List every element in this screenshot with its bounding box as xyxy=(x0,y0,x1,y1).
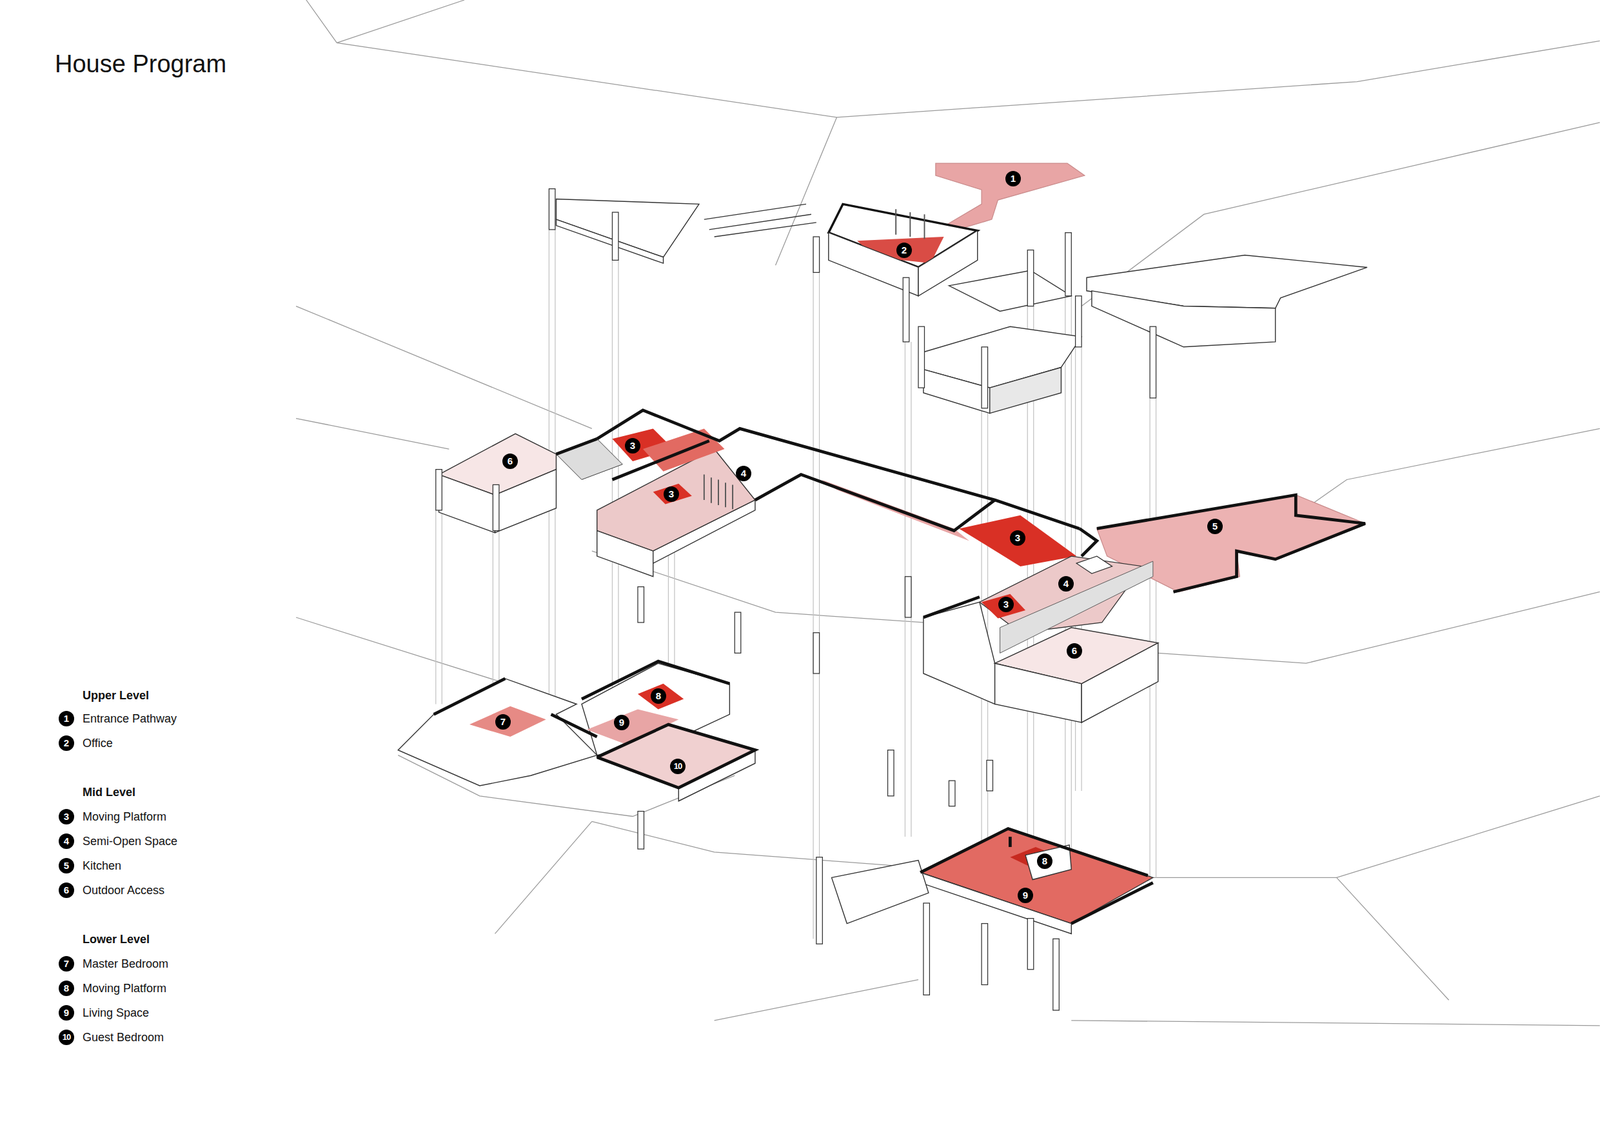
callout-number: 3 xyxy=(663,486,680,502)
callout-number: 7 xyxy=(495,713,511,730)
callout-number: 6 xyxy=(502,453,518,469)
column-projections xyxy=(435,229,1157,939)
callout-number: 5 xyxy=(1207,518,1223,534)
mid-level xyxy=(439,410,1366,723)
legend-text: Outdoor Access xyxy=(82,883,165,898)
callout-number: 3 xyxy=(998,596,1014,613)
level-heading: Upper Level xyxy=(82,688,149,703)
terrain-lines xyxy=(296,0,1600,1026)
lower-level xyxy=(397,661,1154,934)
entrance-office xyxy=(828,163,1085,297)
callout-number: 8 xyxy=(650,688,667,704)
callout-number: 4 xyxy=(58,833,75,849)
callout-number: 3 xyxy=(1009,530,1026,546)
callout-number: 8 xyxy=(1037,853,1053,869)
legend-text: Kitchen xyxy=(82,859,122,873)
callout-number: 3 xyxy=(58,808,75,825)
legend-text: Entrance Pathway xyxy=(82,711,177,726)
diagram-title: House Program xyxy=(54,50,227,79)
legend-text: Office xyxy=(82,736,113,751)
callout-number: 5 xyxy=(58,857,75,874)
legend-text: Semi-Open Space xyxy=(82,834,178,849)
legend-text: Moving Platform xyxy=(82,981,167,996)
callout-number: 9 xyxy=(1017,887,1034,903)
columns xyxy=(435,188,1157,1010)
callout-number: 8 xyxy=(58,980,75,996)
callout-number: 7 xyxy=(58,955,75,972)
callout-number: 9 xyxy=(613,714,630,731)
callout-number: 10 xyxy=(58,1029,75,1045)
callout-number: 3 xyxy=(624,437,641,454)
legend-text: Master Bedroom xyxy=(82,957,169,971)
callout-number: 2 xyxy=(58,735,75,751)
callout-number: 2 xyxy=(896,242,912,258)
legend-text: Moving Platform xyxy=(82,809,167,824)
level-heading: Mid Level xyxy=(82,785,136,800)
callout-number: 9 xyxy=(58,1004,75,1021)
callout-number: 6 xyxy=(58,882,75,898)
legend-text: Living Space xyxy=(82,1006,149,1020)
upper-level xyxy=(555,198,1368,413)
legend-text: Guest Bedroom xyxy=(82,1030,164,1045)
callout-number: 6 xyxy=(1066,642,1083,659)
callout-number: 4 xyxy=(735,465,752,482)
callout-number: 1 xyxy=(1005,170,1021,187)
callout-number: 1 xyxy=(58,710,75,727)
callout-number: 10 xyxy=(670,758,686,774)
callout-number: 4 xyxy=(1058,575,1074,592)
level-heading: Lower Level xyxy=(82,932,150,947)
